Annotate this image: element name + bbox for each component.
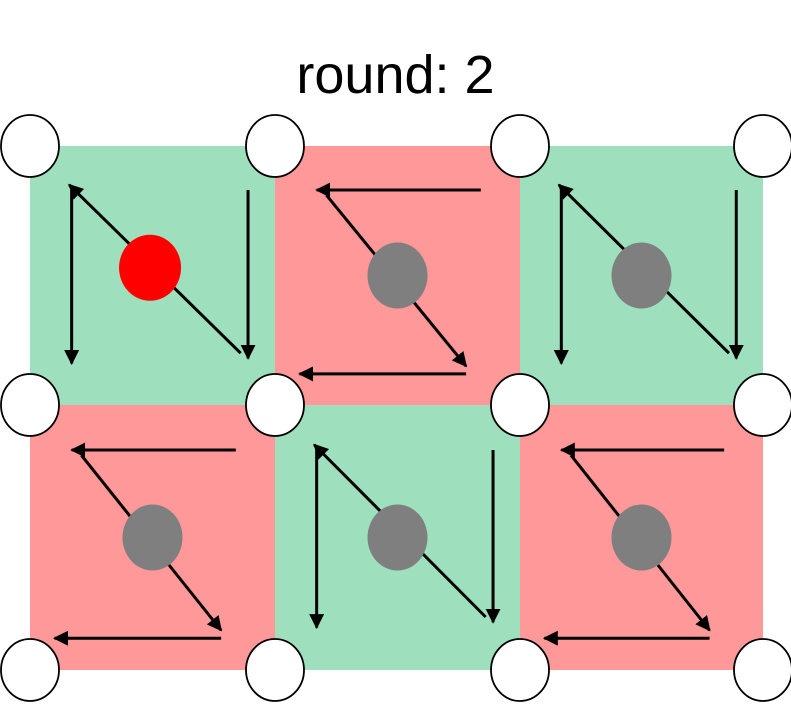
corner-node <box>245 373 305 437</box>
corner-node <box>490 114 550 178</box>
position-dot <box>611 242 672 309</box>
corner-nodes-layer <box>0 114 791 702</box>
position-dot <box>122 504 183 571</box>
corner-node <box>0 638 60 702</box>
corner-node <box>0 114 60 178</box>
corner-node <box>245 114 305 178</box>
corner-node <box>490 373 550 437</box>
arrows-layer <box>53 182 744 646</box>
corner-node <box>733 114 791 178</box>
position-dot <box>367 504 428 571</box>
active-position-dot <box>119 234 182 301</box>
corner-node <box>733 638 791 702</box>
corner-node <box>733 373 791 437</box>
corner-node <box>245 638 305 702</box>
dots-layer <box>119 234 672 571</box>
position-dot <box>611 504 672 571</box>
position-dot <box>367 242 428 309</box>
cells-layer <box>30 146 763 670</box>
corner-node <box>0 373 60 437</box>
round-title: round: 2 <box>296 45 495 105</box>
corner-node <box>490 638 550 702</box>
